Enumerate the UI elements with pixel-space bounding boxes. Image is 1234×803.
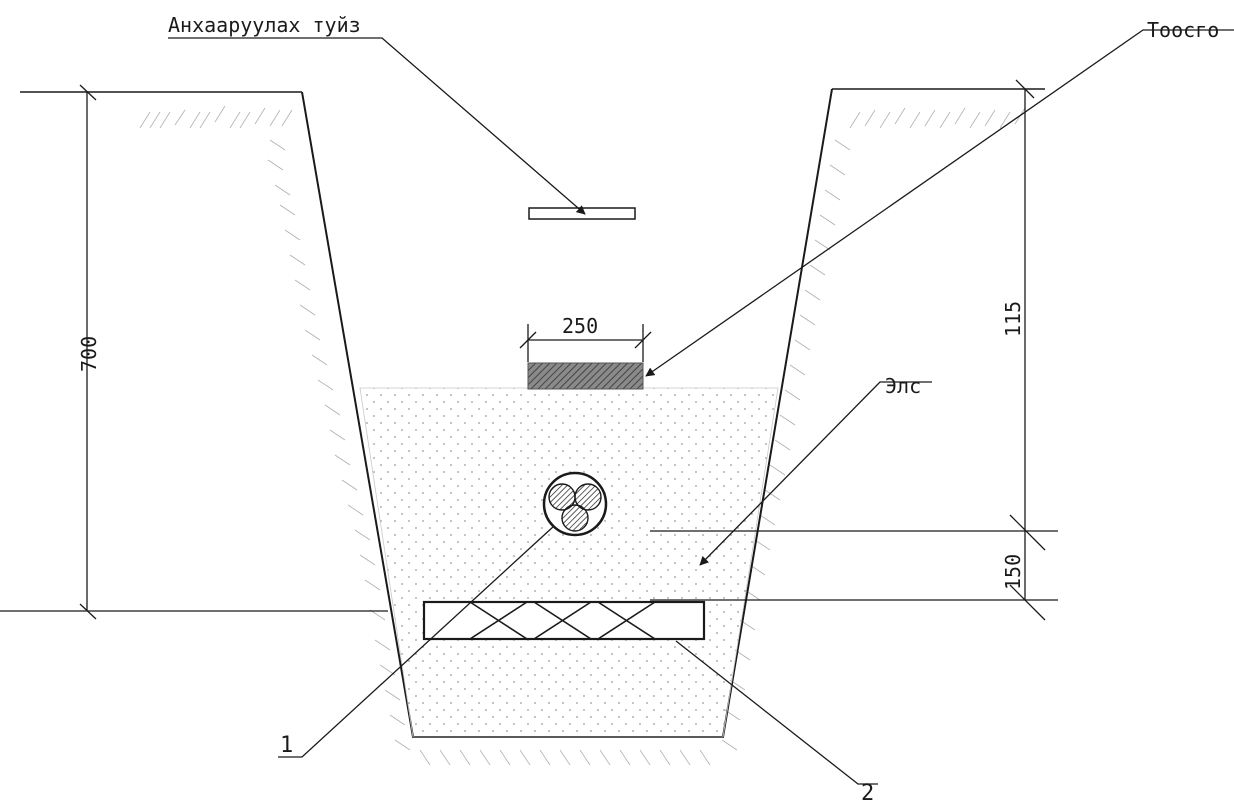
warning-tape-label: Анхааруулах туйз (168, 13, 361, 37)
dimension-brick-width: 250 (519, 314, 652, 362)
brick (527, 362, 644, 390)
leader-brick (645, 29, 1234, 377)
leader-plate (675, 640, 878, 785)
warning-tape (528, 207, 636, 220)
dimension-lower-label: 150 (1001, 554, 1025, 590)
sand-fill (359, 387, 779, 738)
dimension-upper-label: 115 (1001, 301, 1025, 337)
soil-hatch-bottom (419, 749, 711, 766)
dimension-brick-width-label: 250 (562, 314, 598, 338)
leader-cable (278, 525, 555, 758)
cable-ref-label: 1 (280, 733, 293, 758)
brick-label: Тоосго (1147, 18, 1219, 42)
cable (542, 471, 608, 537)
leader-sand (699, 381, 932, 566)
dimension-depth-label: 700 (77, 336, 101, 372)
dimension-depth: 700 (0, 84, 388, 620)
protective-plate (422, 600, 706, 641)
leader-warning-tape (168, 37, 586, 215)
plate-ref-label: 2 (861, 781, 874, 803)
dimension-right: 115 150 (650, 79, 1058, 621)
soil-hatch-left (139, 105, 411, 751)
sand-label: Элс (885, 374, 921, 398)
soil-hatch-right (721, 107, 1026, 751)
